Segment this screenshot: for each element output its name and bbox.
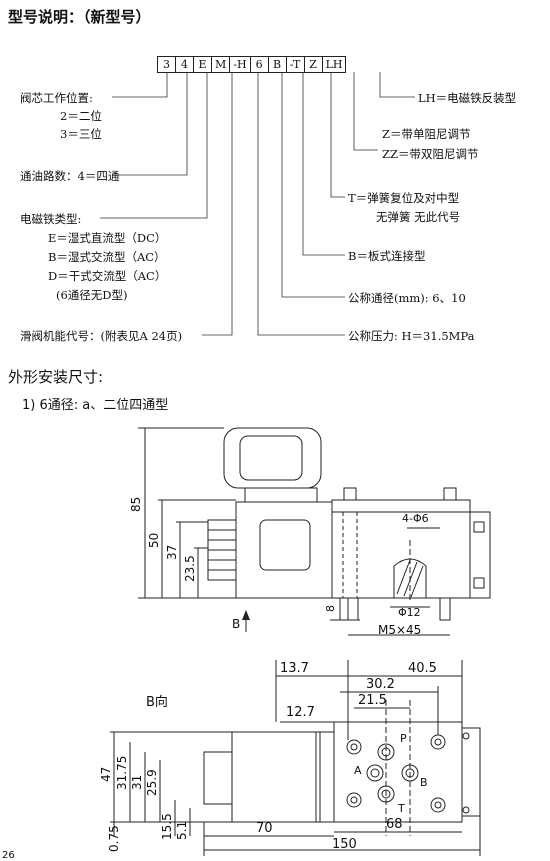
dim-85: 85: [129, 497, 143, 512]
solenoid-b: B＝湿式交流型（AC）: [48, 250, 166, 264]
dim-31-75: 31.75: [115, 756, 129, 790]
spool-3: 3＝三位: [60, 127, 102, 141]
function-note: 滑阀机能代号：(附表见A 24页): [20, 329, 183, 343]
port-t: T: [397, 802, 405, 815]
dim-13-7: 13.7: [280, 661, 309, 676]
dim-40-5: 40.5: [408, 661, 437, 676]
dim-150: 150: [332, 837, 357, 852]
dim-5-1: 5.1: [175, 821, 189, 840]
dim-dia12: Φ12: [398, 606, 421, 619]
solenoid-note: (6通径无D型): [56, 288, 128, 302]
dim-30-2: 30.2: [366, 677, 395, 692]
solenoid-e: E＝湿式直流型（DC）: [48, 231, 167, 245]
note-t1: T＝弹簧复位及对中型: [348, 191, 460, 205]
dim-37: 37: [165, 545, 179, 560]
dim-holes: 4-Φ6: [402, 512, 429, 525]
spool-label: 阀芯工作位置:: [20, 91, 93, 105]
note-z: Z＝带单阻尼调节: [382, 127, 471, 141]
dim-thread: M5×45: [378, 623, 421, 637]
dim-8: 8: [324, 605, 337, 612]
dim-47: 47: [99, 767, 113, 782]
note-zz: ZZ＝带双阻尼调节: [382, 147, 479, 161]
view-label: B向: [146, 694, 168, 710]
dim-15-5: 15.5: [160, 813, 174, 840]
view-mark: B: [232, 617, 240, 631]
dim-21-5: 21.5: [358, 693, 387, 708]
dim-50: 50: [147, 533, 161, 548]
dim-0-75: 0.75: [107, 825, 121, 852]
code-leader-lines: [100, 72, 415, 336]
ports-note: 通油路数：4＝四通: [20, 169, 120, 183]
dim-25-9: 25.9: [145, 769, 159, 796]
dim-70: 70: [256, 821, 273, 836]
note-pressure: 公称压力: H＝31.5MPa: [348, 329, 475, 343]
spool-2: 2＝二位: [60, 109, 102, 123]
port-a: A: [354, 764, 362, 777]
note-t2: 无弹簧 无此代号: [376, 210, 461, 224]
port-p: P: [400, 732, 407, 745]
dim-31: 31: [130, 775, 144, 790]
section-title: 外形安装尺寸:: [8, 368, 104, 386]
dim-23-5: 23.5: [183, 555, 197, 582]
note-b: B＝板式连接型: [348, 249, 426, 263]
model-code: 3 4 E M -H 6 B -T Z LH: [157, 56, 347, 73]
solenoid-d: D＝干式交流型（AC）: [48, 269, 167, 283]
dim-12-7: 12.7: [286, 705, 315, 720]
port-b: B: [420, 776, 428, 789]
note-size: 公称通径(mm): 6、10: [348, 291, 466, 305]
solenoid-label: 电磁铁类型:: [20, 212, 82, 226]
page-title: 型号说明：（新型号）: [8, 8, 151, 26]
section-subtitle: 1) 6通径: a、二位四通型: [22, 398, 169, 413]
note-lh: LH＝电磁铁反装型: [418, 91, 517, 105]
dim-68: 68: [386, 817, 403, 832]
code-segment: LH: [321, 56, 347, 73]
page-number: 26: [2, 850, 15, 861]
